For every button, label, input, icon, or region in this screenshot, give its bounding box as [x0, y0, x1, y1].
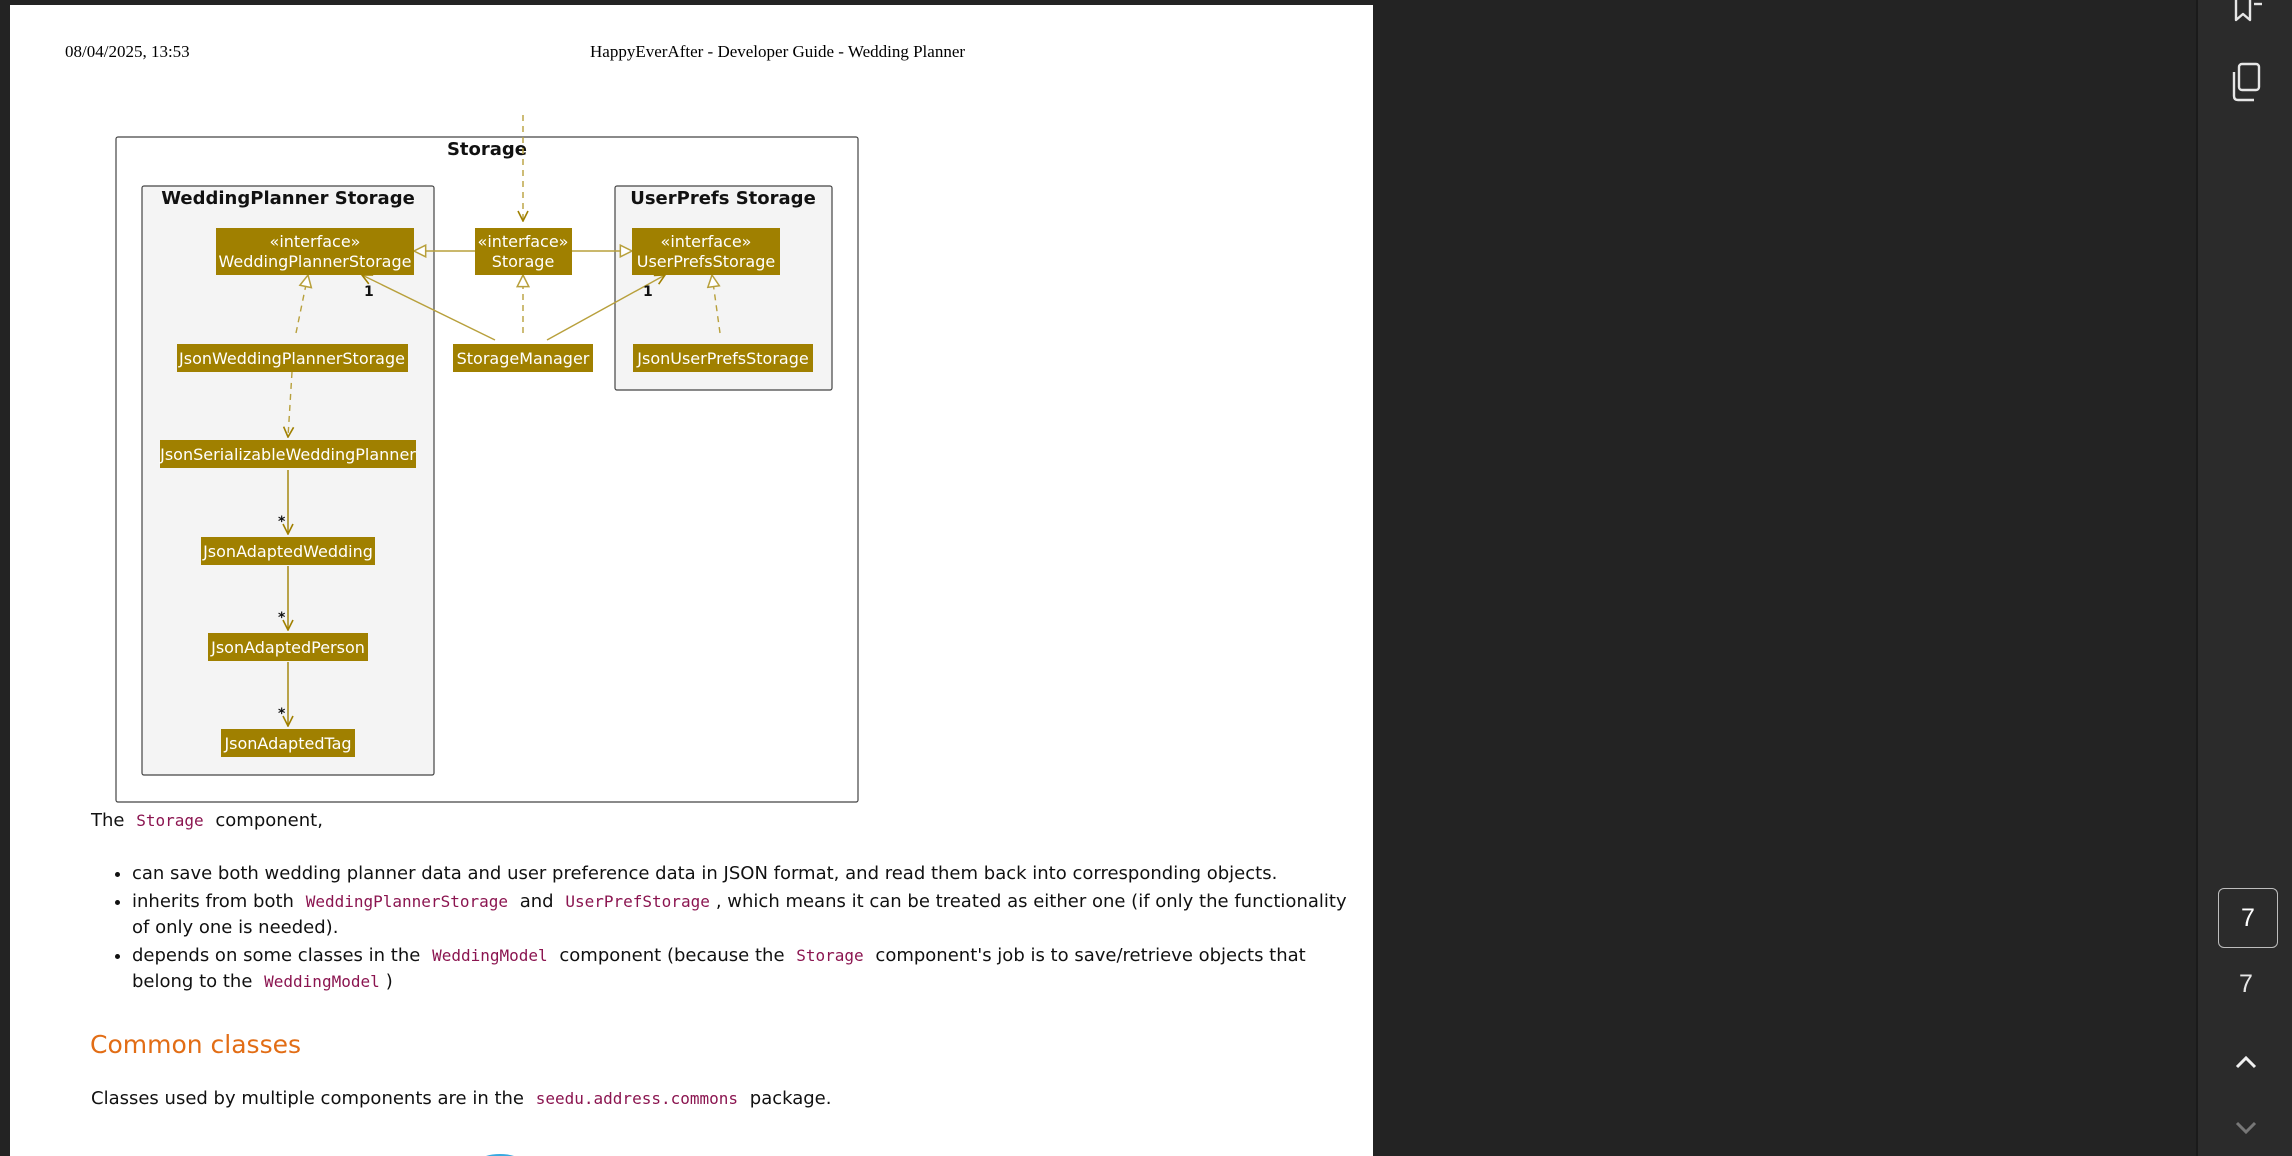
svg-text:JsonSerializableWeddingPlanner: JsonSerializableWeddingPlanner — [159, 445, 416, 464]
inline-code: Storage — [136, 811, 204, 830]
class-storage: «interface» Storage — [475, 228, 572, 275]
storage-package-title: Storage — [447, 139, 527, 160]
copy-icon[interactable] — [2198, 58, 2292, 106]
mult-up: 1 — [643, 284, 653, 300]
mult-wp: 1 — [364, 284, 374, 300]
sm-to-wp — [362, 275, 496, 341]
storage-bullet-list: can save both wedding planner data and u… — [91, 861, 1362, 997]
wp-storage-package-title: WeddingPlanner Storage — [161, 188, 415, 209]
up-storage-package-title: UserPrefs Storage — [630, 188, 816, 209]
bullet-item: inherits from both WeddingPlannerStorage… — [132, 889, 1362, 942]
svg-text:JsonAdaptedWedding: JsonAdaptedWedding — [202, 542, 373, 561]
svg-text:JsonUserPrefsStorage: JsonUserPrefsStorage — [636, 349, 808, 368]
json-up-realizes — [712, 275, 721, 334]
document-viewer: 08/04/2025, 13:53 HappyEverAfter - Devel… — [0, 0, 2196, 1156]
storage-intro-paragraph: The Storage component, — [91, 810, 323, 831]
class-weddingplannerstorage: «interface» WeddingPlannerStorage — [216, 228, 414, 275]
bookmark-list-icon[interactable] — [2198, 0, 2292, 32]
chevron-up-icon[interactable] — [2198, 1044, 2292, 1080]
svg-text:JsonAdaptedTag: JsonAdaptedTag — [223, 734, 351, 753]
svg-text:UserPrefsStorage: UserPrefsStorage — [637, 252, 775, 271]
class-jsonadaptedwedding: JsonAdaptedWedding — [201, 537, 375, 565]
sm-to-up — [546, 275, 665, 341]
class-jsonadaptedperson: JsonAdaptedPerson — [208, 633, 368, 661]
print-title: HappyEverAfter - Developer Guide - Weddi… — [590, 42, 966, 61]
svg-text:*: * — [278, 610, 286, 626]
class-storagemanager: StorageManager — [453, 344, 593, 372]
current-page-input[interactable]: 7 — [2218, 888, 2278, 948]
class-jsonserializableweddingplanner: JsonSerializableWeddingPlanner — [159, 440, 416, 468]
svg-text:Storage: Storage — [492, 252, 555, 271]
diagram-svg: Storage WeddingPlanner Storage UserPrefs… — [115, 115, 859, 803]
storage-class-diagram: Storage WeddingPlanner Storage UserPrefs… — [100, 105, 860, 810]
svg-text:StorageManager: StorageManager — [457, 349, 590, 368]
class-userprefsstorage: «interface» UserPrefsStorage — [632, 228, 780, 275]
pdf-page: 08/04/2025, 13:53 HappyEverAfter - Devel… — [10, 5, 1373, 1156]
class-jsonuserprefsstorage: JsonUserPrefsStorage — [633, 344, 813, 372]
svg-text:JsonAdaptedPerson: JsonAdaptedPerson — [210, 638, 365, 657]
json-wp-realizes — [295, 275, 308, 334]
common-classes-paragraph: Classes used by multiple components are … — [91, 1088, 832, 1109]
common-classes-heading: Common classes — [90, 1030, 302, 1059]
svg-text:«interface»: «interface» — [270, 232, 361, 251]
svg-text:JsonWeddingPlannerStorage: JsonWeddingPlannerStorage — [178, 349, 405, 368]
total-pages: 7 — [2239, 970, 2253, 998]
svg-text:WeddingPlannerStorage: WeddingPlannerStorage — [219, 252, 412, 271]
bullet-item: depends on some classes in the WeddingMo… — [132, 943, 1362, 996]
class-jsonweddingplannerstorage: JsonWeddingPlannerStorage — [177, 344, 408, 372]
svg-text:*: * — [278, 514, 286, 530]
viewer-side-rail: 7 7 — [2196, 0, 2292, 1156]
svg-text:*: * — [278, 706, 286, 722]
chevron-down-icon[interactable] — [2198, 1110, 2292, 1146]
svg-text:«interface»: «interface» — [661, 232, 752, 251]
bullet-item: can save both wedding planner data and u… — [132, 861, 1362, 888]
print-datetime: 08/04/2025, 13:53 — [65, 42, 190, 61]
svg-text:«interface»: «interface» — [478, 232, 569, 251]
class-jsonadaptedtag: JsonAdaptedTag — [221, 729, 355, 757]
partial-diagram-element — [480, 1154, 520, 1156]
